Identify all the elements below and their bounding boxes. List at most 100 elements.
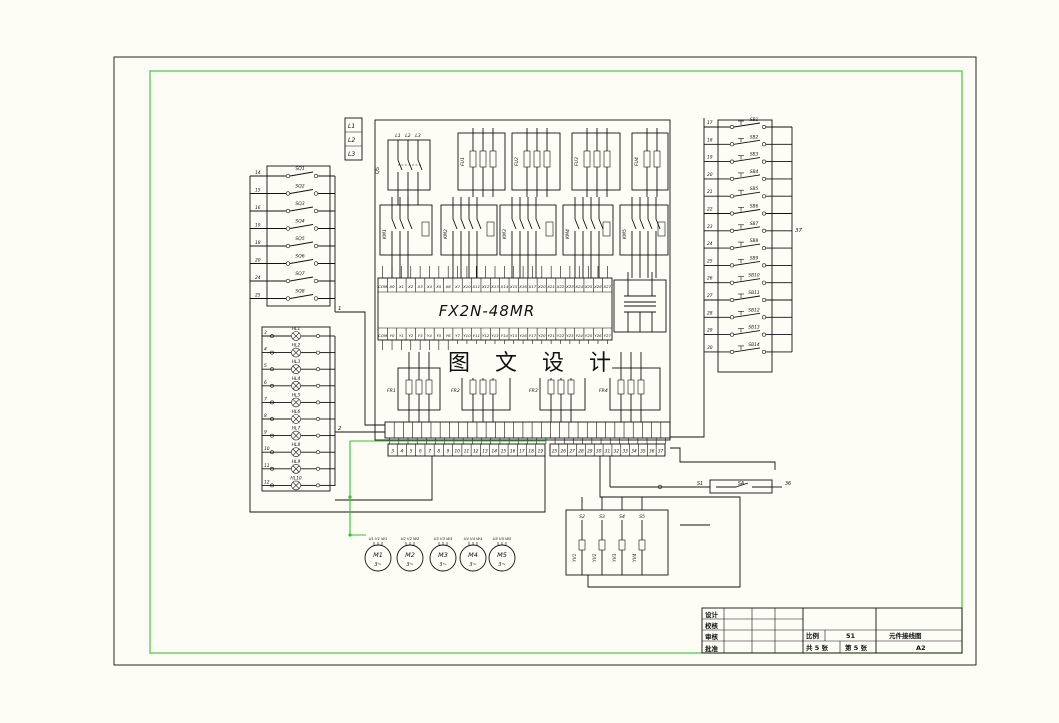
- switch-contact: [733, 226, 761, 232]
- terminal: [285, 226, 291, 231]
- indicator-lamp-panel: HL13HL24HL35HL46HL57HL68HL79HL810HL911HL…: [261, 326, 335, 492]
- motor-label: M1: [373, 551, 383, 559]
- lamp-label: HL9: [292, 459, 301, 465]
- terminal: [316, 483, 320, 488]
- wire: [335, 456, 433, 501]
- terminal: [761, 263, 766, 268]
- fuse-element: [489, 150, 497, 168]
- wire-number: 25: [707, 258, 713, 264]
- wire: [670, 447, 776, 470]
- button-label: SB4: [750, 169, 759, 175]
- terminal: [270, 350, 274, 355]
- plc-output-terminal: Y3: [418, 333, 423, 338]
- switch-contact: [733, 122, 761, 128]
- plc-output-terminal: Y26: [594, 333, 602, 338]
- terminal-number: 18: [528, 449, 534, 455]
- plc-output-terminal: Y4: [427, 333, 432, 338]
- limit-switch-label: SQ8: [295, 289, 305, 295]
- terminal: [761, 228, 766, 233]
- terminal: [270, 433, 274, 438]
- scale-value: 51: [846, 632, 856, 640]
- motor-terminal-label: U2 V2 W2: [401, 536, 420, 541]
- contactor-label: KM5: [622, 229, 628, 239]
- lamp-cross: [292, 365, 300, 373]
- terminal-number: 17: [519, 449, 525, 455]
- wire-number: 22: [707, 207, 713, 213]
- motor-supply-wire: [349, 441, 366, 536]
- fuse-label: FU2: [514, 157, 520, 166]
- plc-input-terminal: X12: [481, 284, 490, 289]
- terminal: [729, 142, 734, 147]
- switch-contact: [733, 278, 761, 284]
- contact: [535, 218, 541, 230]
- motor-label: M2: [405, 551, 415, 559]
- wire-number: 24: [707, 241, 713, 247]
- contactor-label: KM2: [443, 229, 449, 239]
- fuse-box: [631, 132, 669, 191]
- wire: [335, 311, 385, 426]
- fuse-element: [543, 150, 551, 168]
- fuse-element: [653, 150, 661, 168]
- switch-contact: [289, 276, 314, 282]
- lamp-cross: [292, 481, 300, 489]
- fuse-box: [571, 132, 621, 191]
- lamp-cross: [292, 448, 300, 456]
- contactor: KM2: [440, 197, 498, 278]
- plc-output-terminal: Y14: [501, 333, 509, 338]
- contactor-box: [562, 204, 614, 256]
- panel-terminal-strip-outline: [384, 421, 671, 439]
- terminal: [316, 450, 320, 455]
- terminal-number: 4: [400, 449, 403, 455]
- plc-output-terminal: Y15: [510, 333, 518, 338]
- button-label: SB12: [748, 307, 760, 313]
- plc-input-terminal: X1: [398, 284, 404, 289]
- switch-contact: [289, 224, 314, 229]
- terminal: [285, 173, 291, 179]
- plc-input-terminal: X14: [500, 284, 509, 289]
- wire-number: 20: [255, 258, 261, 264]
- lamp-label: HL10: [290, 475, 302, 481]
- lamp-cross: [292, 398, 300, 406]
- phase-box: L1 L2 L3: [344, 117, 363, 161]
- wire-number: 12: [264, 479, 270, 485]
- wire-number: 11: [264, 463, 270, 469]
- wire-number: 21: [707, 189, 713, 195]
- lamp-label: HL6: [292, 409, 301, 415]
- lamp-label: HL1: [292, 326, 301, 332]
- terminal: [270, 450, 274, 455]
- plc-output-terminal: Y17: [529, 333, 537, 338]
- switch-contact: [289, 171, 314, 177]
- plc-input-terminal: X13: [490, 284, 499, 289]
- scale-label: 比例: [806, 631, 820, 640]
- fuse-element: [593, 150, 601, 168]
- valve-box: [565, 509, 669, 576]
- switch-contact: [733, 191, 761, 197]
- motor-terminal-label: U1 V1 W1: [369, 536, 388, 541]
- plc-output-terminal: Y25: [585, 333, 593, 338]
- terminal: [761, 332, 766, 337]
- terminal-number: 32: [614, 449, 620, 455]
- terminal: [729, 194, 734, 199]
- terminal-number: 14: [491, 449, 497, 455]
- contact: [631, 218, 637, 230]
- terminal-number: 27: [569, 449, 575, 455]
- terminal: [729, 349, 734, 354]
- terminal: [285, 296, 291, 301]
- switch-contact: [733, 157, 761, 163]
- plc-output-terminal: COM: [378, 333, 388, 338]
- wire-number: 23: [707, 224, 713, 230]
- plc-output-terminal: Y6: [446, 333, 451, 338]
- heater-element: [637, 379, 645, 395]
- terminal: [761, 280, 766, 285]
- wire-number: 5: [264, 363, 267, 369]
- wire-number: 20: [707, 172, 713, 178]
- limit-switch-label: SQ1: [295, 166, 305, 172]
- terminal-number: 16: [510, 449, 516, 455]
- plc-input-terminal: COM: [378, 284, 388, 289]
